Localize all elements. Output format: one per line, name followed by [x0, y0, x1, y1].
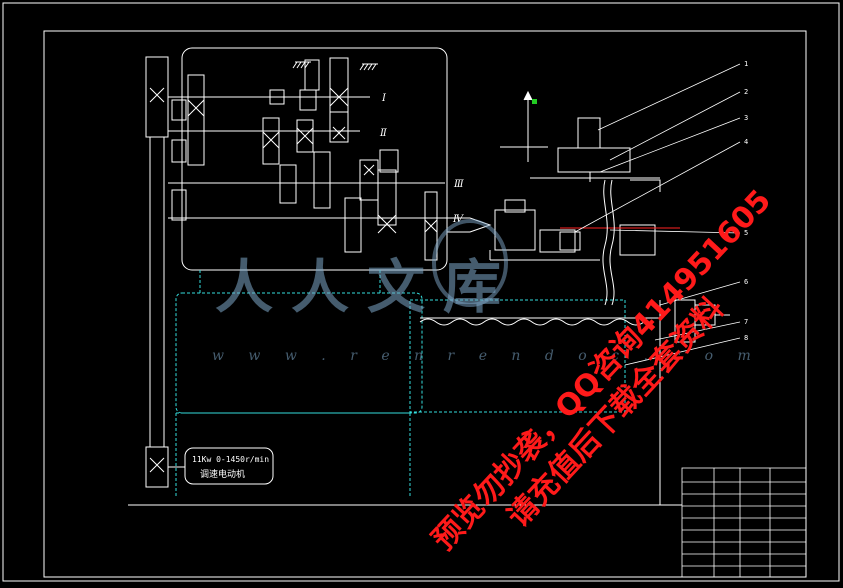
title-block	[681, 467, 807, 578]
callout-3: 3	[744, 114, 748, 122]
leader-lines	[574, 63, 741, 366]
spindle-assembly	[446, 199, 680, 261]
watermark-url: w w w . r e n r e n d o c . c o m	[212, 348, 761, 364]
watermark-logo-text: 人人文库	[215, 253, 520, 321]
inner-frame	[43, 30, 807, 578]
machine-bed	[175, 270, 626, 498]
callout-1: 1	[744, 60, 748, 68]
belt-drive	[145, 56, 169, 488]
shafts	[168, 96, 455, 219]
watermark-logo-ring	[432, 219, 508, 307]
vertical-head	[530, 117, 661, 306]
callout-4: 4	[744, 138, 748, 146]
shaft-label-2: Ⅱ	[379, 128, 387, 139]
leadscrew	[419, 318, 645, 326]
callout-7: 7	[744, 318, 748, 326]
shaft-label-4: Ⅳ	[452, 214, 464, 225]
callout-8: 8	[744, 334, 748, 342]
motor-name: 调速电动机	[200, 468, 245, 480]
axis-marker	[500, 90, 548, 162]
shaft-label-1: Ⅰ	[381, 93, 387, 104]
feed-mechanism	[659, 299, 730, 505]
gear-blocks	[171, 57, 438, 261]
shaft-label-3: Ⅲ	[453, 179, 464, 190]
motor	[168, 447, 274, 485]
callout-2: 2	[744, 88, 748, 96]
gearbox-housing	[181, 47, 448, 271]
callout-6: 6	[744, 278, 748, 286]
callout-5: 5	[744, 229, 748, 237]
ground-supports	[292, 61, 378, 71]
motor-spec: 11Kw 0-1450r/min	[192, 455, 269, 464]
